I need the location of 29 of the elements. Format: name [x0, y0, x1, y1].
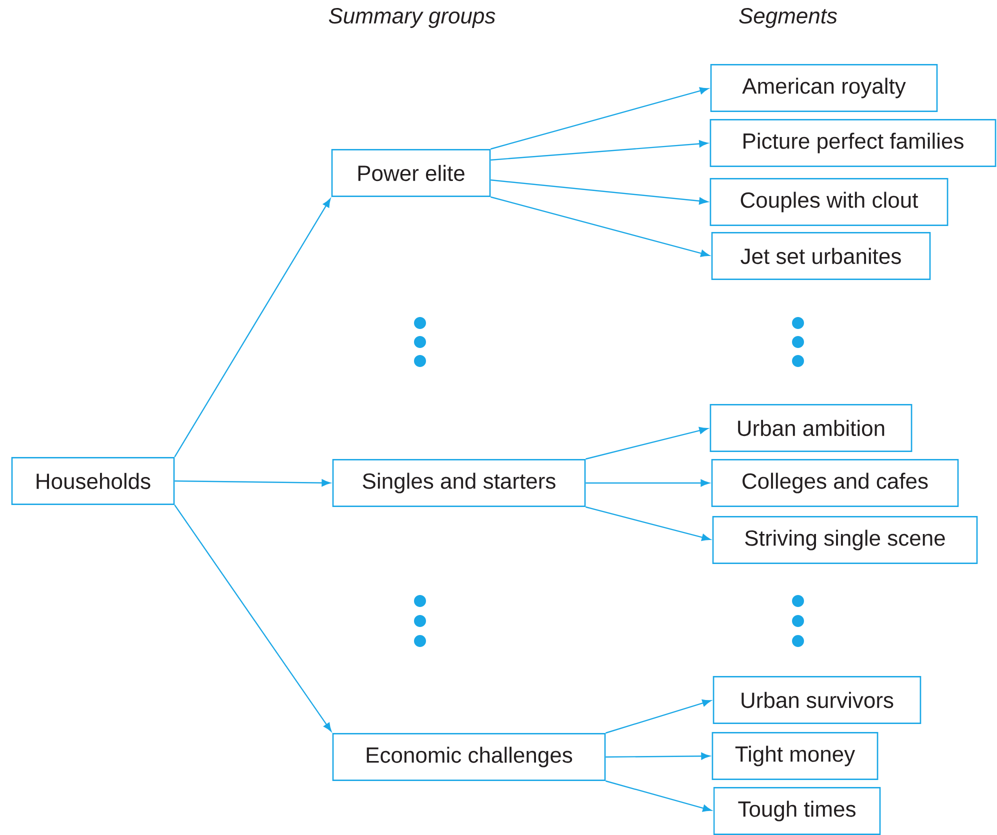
box: Urban survivors: [712, 676, 922, 724]
arrow: [606, 752, 710, 760]
arrow: [174, 479, 330, 486]
arrow: [174, 198, 331, 458]
box: Singles and starters: [332, 459, 586, 507]
box: American royalty: [710, 64, 938, 112]
arrow: [490, 179, 708, 205]
arrow: [586, 479, 710, 487]
box: Economic challenges: [332, 733, 606, 781]
box: Jet set urbanites: [711, 232, 931, 280]
arrow: [586, 426, 708, 460]
arrow: [586, 506, 711, 541]
box: Urban ambition: [710, 404, 912, 452]
arrow: [490, 140, 708, 161]
box: Tight money: [712, 732, 878, 780]
column-heading: Segments: [739, 8, 838, 28]
arrow: [490, 87, 709, 150]
box: Striving single scene: [712, 516, 978, 564]
box: Tough times: [713, 787, 881, 835]
arrow: [490, 196, 710, 257]
box: Power elite: [331, 149, 491, 197]
box: Couples with clout: [710, 178, 948, 226]
arrow: [174, 504, 332, 732]
box: Households: [11, 457, 175, 505]
box: Colleges and cafes: [711, 459, 959, 507]
box: Picture perfect families: [710, 119, 996, 167]
arrow: [606, 780, 712, 812]
arrow: [606, 700, 712, 734]
column-heading: Summary groups: [328, 8, 496, 28]
